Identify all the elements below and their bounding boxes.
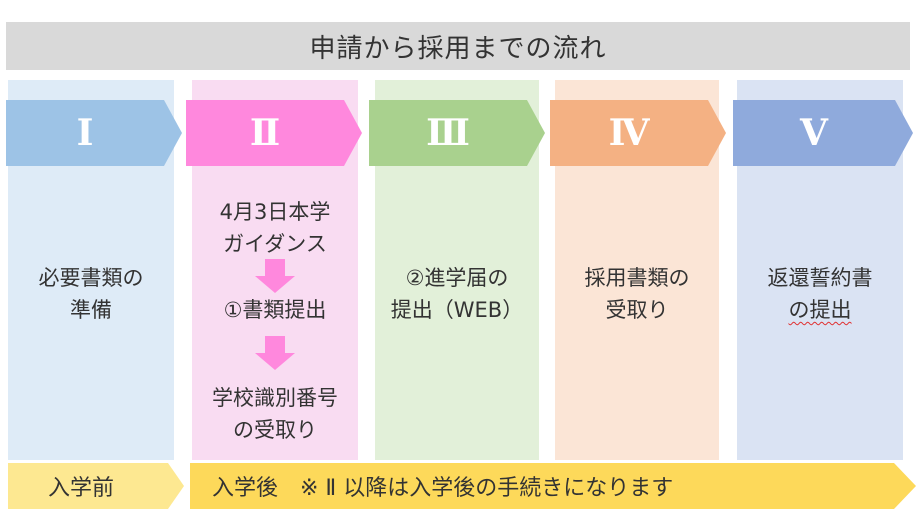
title-bar: 申請から採用までの流れ: [6, 22, 910, 70]
step-2-guidance: 4月3日本学 ガイダンス: [192, 196, 358, 260]
step-3-arrow: Ⅲ: [369, 100, 545, 166]
step-4-line-1: 採用書類の: [584, 266, 690, 290]
step-1-description: 必要書類の 準備: [8, 262, 174, 326]
step-3-numeral: Ⅲ: [426, 112, 470, 154]
step-3-line-2: 提出（WEB）: [390, 298, 524, 322]
step-5-description: 返還誓約書 の提出: [737, 262, 903, 326]
step-2-line-4: 学校識別番号: [212, 386, 338, 410]
step-5-line-1: 返還誓約書: [767, 266, 873, 290]
step-1-line-2: 準備: [70, 298, 112, 322]
step-2-submission: ①書類提出: [192, 294, 358, 326]
step-3-line-1: ②進学届の: [405, 266, 509, 290]
step-1-numeral: Ⅰ: [76, 112, 94, 154]
step-4-arrow: Ⅳ: [550, 100, 726, 166]
step-5-numeral: Ⅴ: [800, 112, 828, 154]
step-2-line-1: 4月3日本学: [219, 200, 331, 224]
step-2-line-3: ①書類提出: [223, 298, 327, 322]
after-enrollment-bar: 入学後 ※ Ⅱ 以降は入学後の手続きになります: [190, 463, 916, 509]
step-4-description: 採用書類の 受取り: [555, 262, 719, 326]
step-5-line-2: の提出: [788, 298, 852, 322]
step-5-arrow: Ⅴ: [733, 100, 913, 166]
step-4-numeral: Ⅳ: [608, 112, 650, 154]
step-3-description: ②進学届の 提出（WEB）: [375, 262, 539, 326]
step-1-line-1: 必要書類の: [38, 266, 144, 290]
step-2-line-5: の受取り: [233, 418, 317, 442]
before-enrollment-bar: 入学前: [8, 463, 184, 509]
page-title: 申請から採用までの流れ: [309, 33, 607, 64]
step-1-arrow: Ⅰ: [6, 100, 182, 166]
step-2-line-2: ガイダンス: [223, 232, 327, 256]
before-enrollment-label: 入学前: [48, 476, 115, 501]
step-2-school-id: 学校識別番号 の受取り: [192, 382, 358, 446]
step-4-line-2: 受取り: [605, 298, 669, 322]
step-2-numeral: Ⅱ: [249, 112, 281, 154]
after-enrollment-label: 入学後 ※ Ⅱ 以降は入学後の手続きになります: [212, 476, 674, 501]
step-2-arrow: Ⅱ: [186, 100, 362, 166]
